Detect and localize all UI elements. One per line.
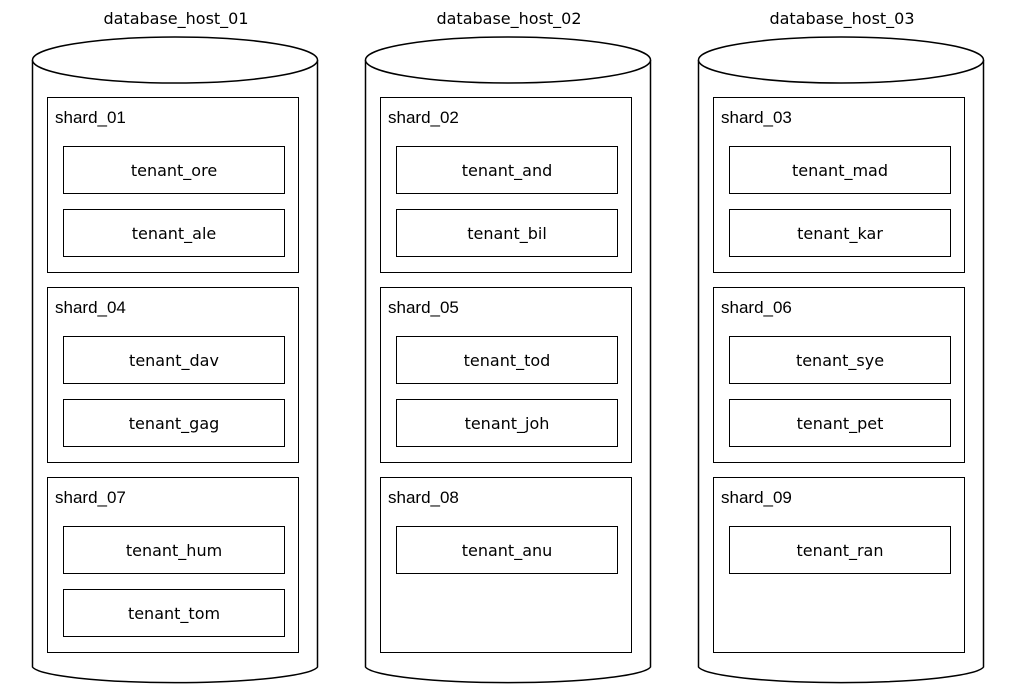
tenant-box: tenant_tom (63, 589, 285, 637)
shard-box: shard_09 tenant_ran (713, 477, 965, 653)
tenant-box: tenant_tod (396, 336, 618, 384)
tenant-box: tenant_pet (729, 399, 951, 447)
tenant-box: tenant_ore (63, 146, 285, 194)
shard-box: shard_05 tenant_tod tenant_joh (380, 287, 632, 463)
database-host-2: database_host_02 shard_02 tenant_and ten… (364, 0, 654, 700)
tenant-box: tenant_and (396, 146, 618, 194)
shard-label: shard_09 (721, 488, 792, 507)
tenant-box: tenant_ran (729, 526, 951, 574)
shard-box: shard_06 tenant_sye tenant_pet (713, 287, 965, 463)
shard-box: shard_07 tenant_hum tenant_tom (47, 477, 299, 653)
tenant-box: tenant_kar (729, 209, 951, 257)
shard-box: shard_08 tenant_anu (380, 477, 632, 653)
database-host-1: database_host_01 shard_01 tenant_ore ten… (31, 0, 321, 700)
shard-box: shard_03 tenant_mad tenant_kar (713, 97, 965, 273)
shard-box: shard_04 tenant_dav tenant_gag (47, 287, 299, 463)
tenant-box: tenant_mad (729, 146, 951, 194)
shard-label: shard_07 (55, 488, 126, 507)
shard-box: shard_02 tenant_and tenant_bil (380, 97, 632, 273)
tenant-box: tenant_gag (63, 399, 285, 447)
shard-label: shard_05 (388, 298, 459, 317)
shard-label: shard_02 (388, 108, 459, 127)
host-title: database_host_03 (769, 9, 915, 28)
tenant-box: tenant_anu (396, 526, 618, 574)
host-title: database_host_01 (103, 9, 249, 28)
tenant-box: tenant_sye (729, 336, 951, 384)
shard-label: shard_03 (721, 108, 792, 127)
shard-label: shard_04 (55, 298, 126, 317)
tenant-box: tenant_bil (396, 209, 618, 257)
shard-label: shard_01 (55, 108, 126, 127)
tenant-box: tenant_ale (63, 209, 285, 257)
tenant-box: tenant_joh (396, 399, 618, 447)
shard-label: shard_08 (388, 488, 459, 507)
tenant-box: tenant_dav (63, 336, 285, 384)
host-title: database_host_02 (436, 9, 582, 28)
database-host-3: database_host_03 shard_03 tenant_mad ten… (697, 0, 987, 700)
tenant-box: tenant_hum (63, 526, 285, 574)
shard-label: shard_06 (721, 298, 792, 317)
shard-box: shard_01 tenant_ore tenant_ale (47, 97, 299, 273)
